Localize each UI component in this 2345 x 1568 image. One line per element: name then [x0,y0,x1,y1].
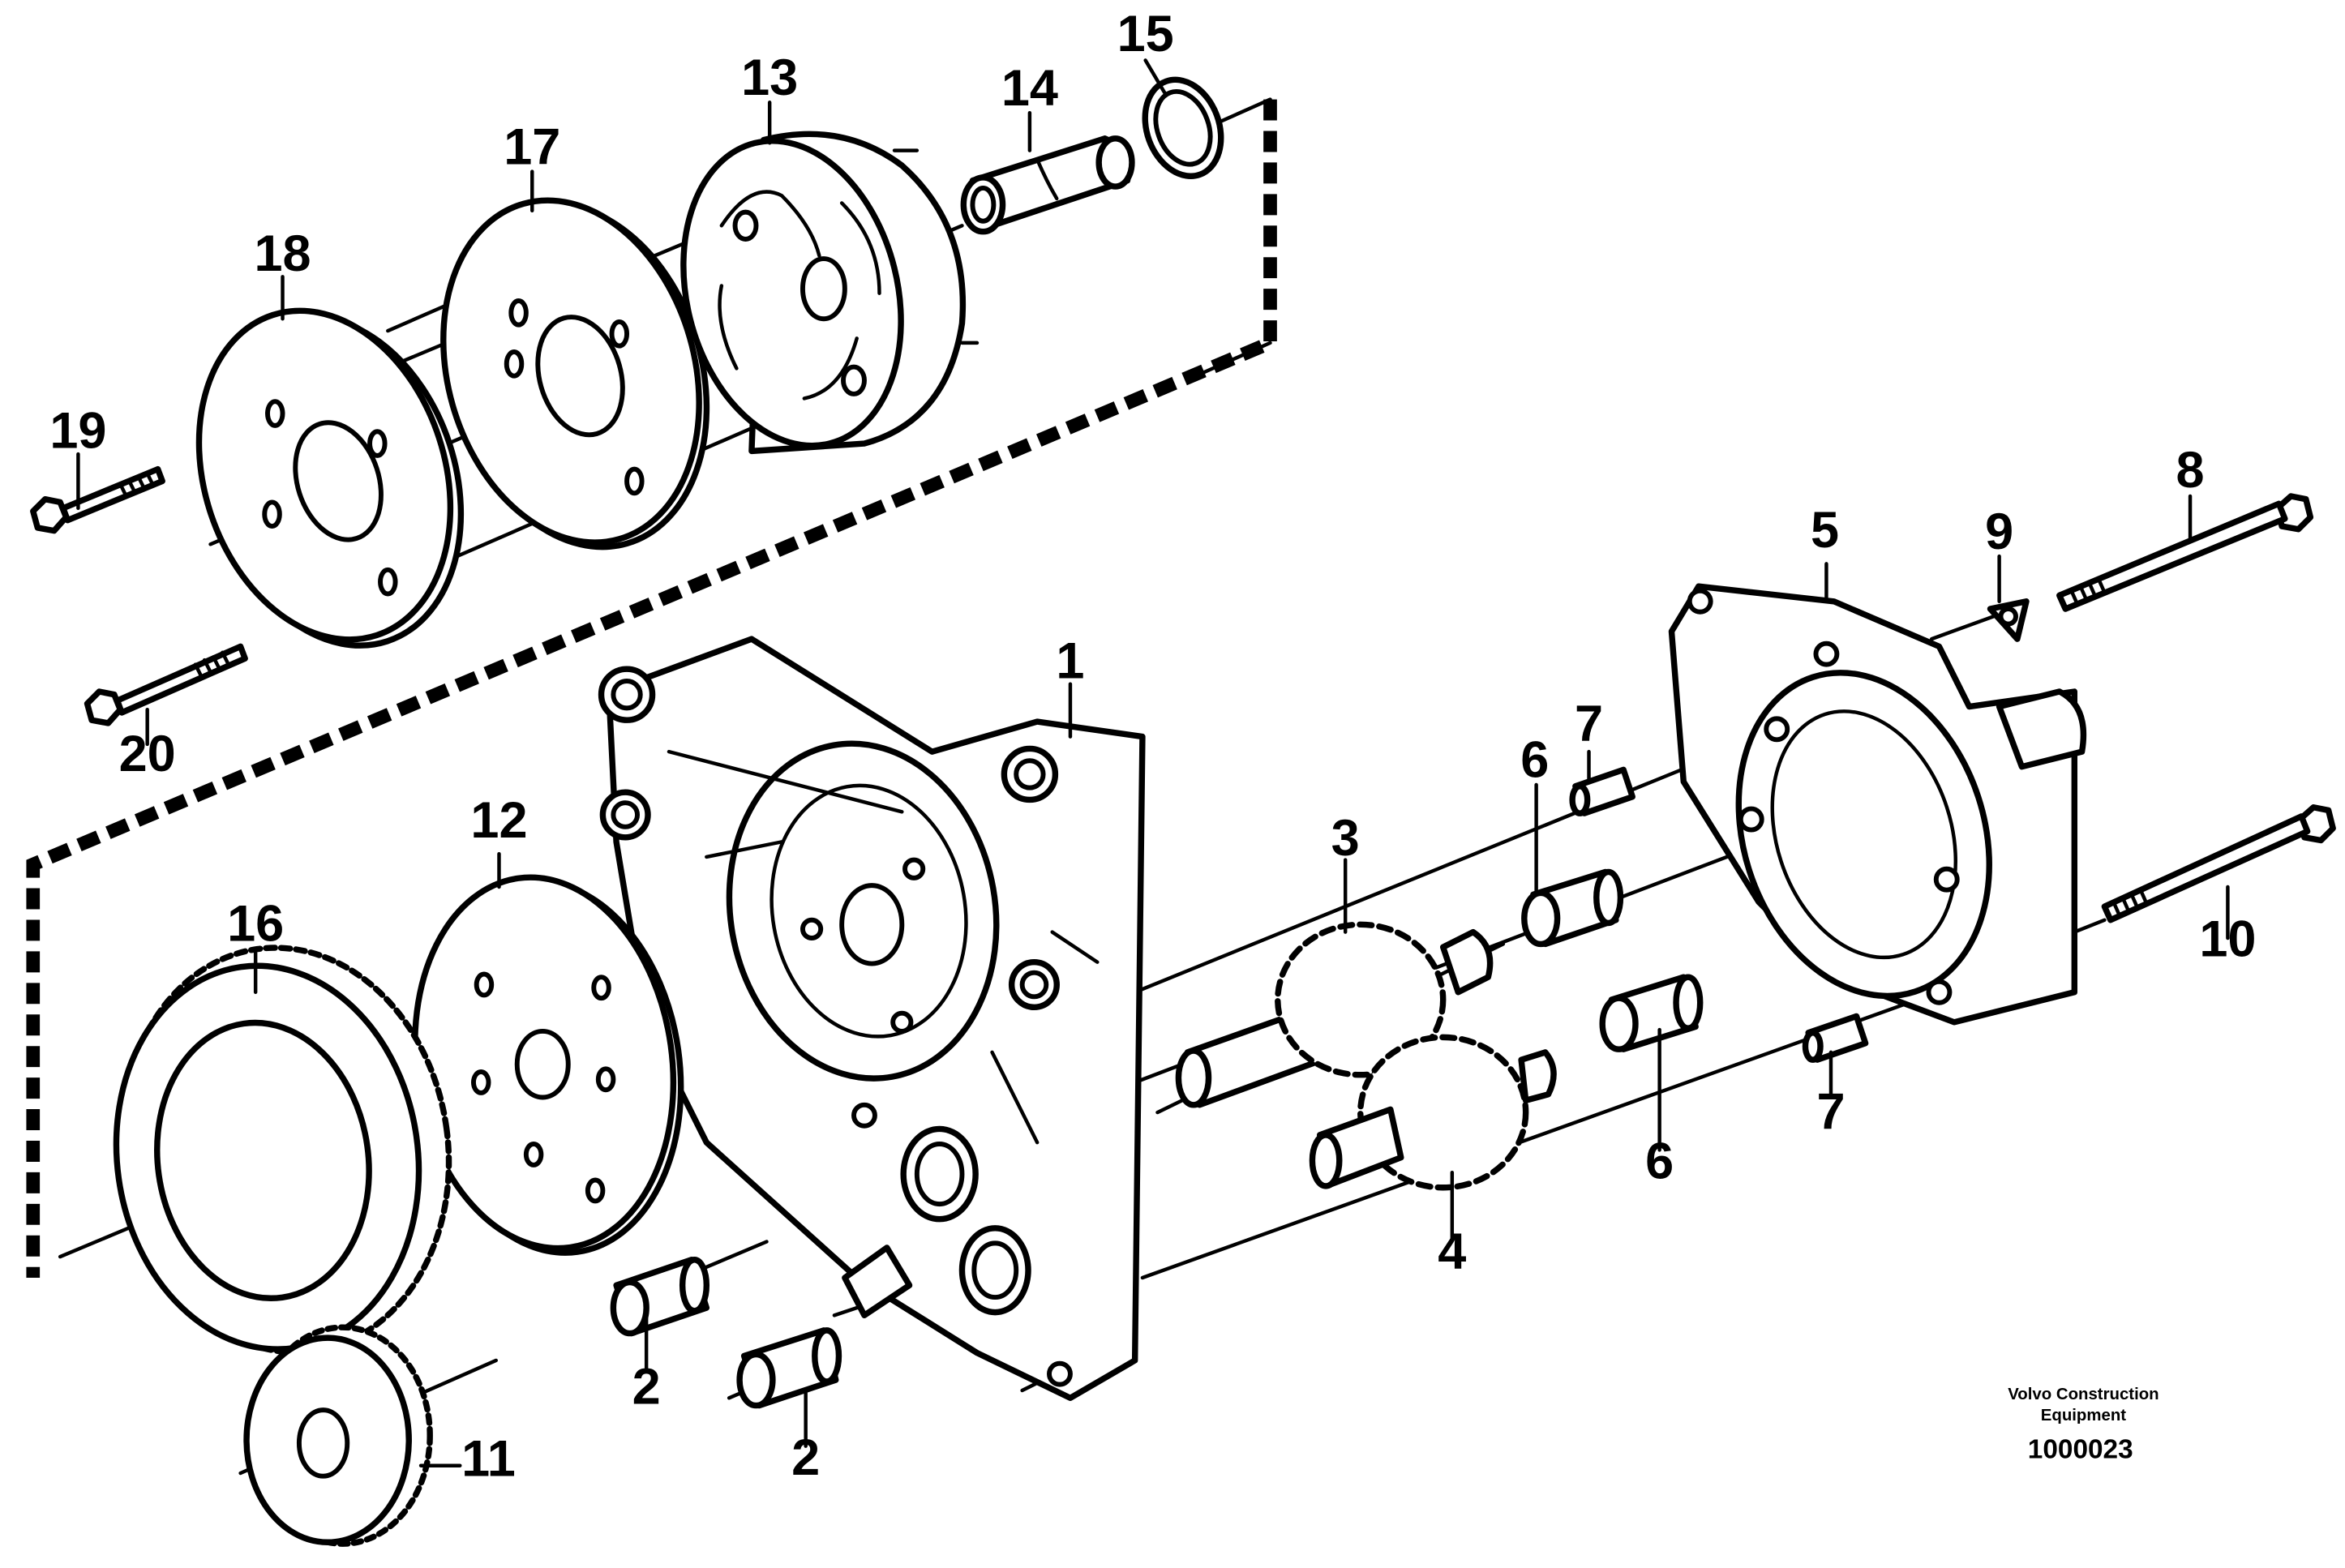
bolt-19 [30,465,165,534]
callout-4: 4 [1438,1223,1466,1280]
plate-18 [195,307,465,649]
callout-8: 8 [2176,442,2205,499]
callout-12: 12 [470,792,527,849]
callout-10: 10 [2199,910,2256,967]
plate-17 [440,197,710,551]
callout-6-lower: 6 [1645,1133,1674,1190]
washer-9 [1987,598,2030,642]
brand-caption: Volvo Construction Equipment 1000023 [2008,1386,2159,1464]
callout-15: 15 [1117,6,1174,62]
pin-7-lower [1802,1013,1869,1063]
cover-13 [680,131,966,455]
callout-labels: 1 2 2 3 4 5 6 6 7 7 8 9 10 11 12 13 14 1… [49,6,2256,1487]
bolt-8 [2056,493,2314,612]
gear-shaft-4 [1309,1034,1557,1191]
bushing-2-upper [610,1257,710,1337]
brand-line-1: Volvo Construction [2008,1386,2159,1403]
callout-1: 1 [1056,632,1084,689]
pump-body-5 [1668,583,2087,1026]
callout-17: 17 [504,118,560,175]
callout-14: 14 [1001,60,1058,117]
gear-shaft-3 [1175,921,1494,1108]
callout-2-lower: 2 [791,1429,820,1486]
callout-7-lower: 7 [1816,1083,1845,1140]
callout-13: 13 [741,49,798,106]
callout-11: 11 [461,1431,516,1488]
bushing-6-lower [1599,974,1704,1052]
callout-18: 18 [254,225,311,282]
callout-5: 5 [1811,502,1839,559]
plate-12 [412,874,684,1256]
gear-16 [113,945,452,1356]
figure-number: 1000023 [2028,1434,2133,1464]
callout-9: 9 [1985,503,2013,560]
brand-line-2: Equipment [2041,1407,2126,1424]
sleeve-14 [960,135,1135,235]
callout-3: 3 [1331,810,1360,867]
bushing-6-upper [1521,868,1624,948]
callout-2-upper: 2 [632,1359,661,1416]
callout-leaders [76,58,2230,1467]
bolt-20 [84,643,248,726]
bolt-10 [2101,804,2336,923]
bushing-2-lower [736,1327,842,1409]
callout-20: 20 [119,726,176,782]
housing-1 [598,636,1146,1402]
callout-19: 19 [49,403,106,460]
callout-6-upper: 6 [1520,732,1549,789]
pin-7-upper [1569,766,1635,816]
gear-11 [243,1324,433,1547]
circlip-15 [1142,76,1224,179]
callout-7-upper: 7 [1575,696,1603,752]
callout-16: 16 [227,896,284,953]
